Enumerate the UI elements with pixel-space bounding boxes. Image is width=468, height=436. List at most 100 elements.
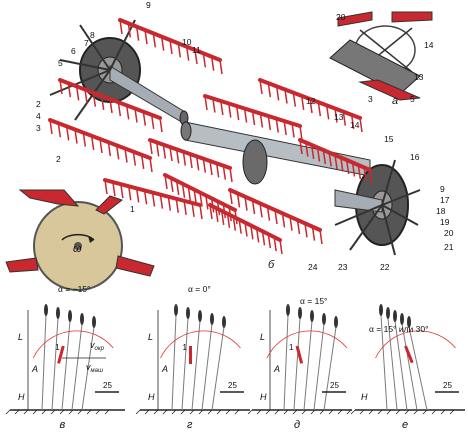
- bar-lower-bottom-tine: [279, 239, 283, 255]
- bar-lower-mid-tine: [181, 183, 186, 198]
- bar-center-lower-tine: [281, 213, 286, 228]
- ear: [222, 316, 226, 328]
- ear: [80, 313, 84, 325]
- bar-lower-bottom-tine: [244, 222, 248, 237]
- angle-label: α = 0°: [188, 284, 211, 294]
- ground-hatch: [144, 409, 150, 415]
- label-A: A: [161, 364, 168, 374]
- bar-bottom-left-tine: [199, 204, 203, 220]
- bar-mid-left-tine: [222, 165, 227, 180]
- bar-center-lower-tine: [296, 219, 301, 235]
- callout-20: 20: [444, 228, 454, 238]
- callout-14: 14: [350, 120, 360, 130]
- callout-2a: 2: [36, 99, 41, 109]
- marker-1: 1: [183, 343, 188, 352]
- ground-hatch: [274, 409, 280, 415]
- bar-top-tine: [135, 26, 140, 41]
- bar-left-upper-tine: [100, 95, 105, 110]
- bar-center-upper-tine: [251, 110, 256, 126]
- label-v-okr-sub: окр: [95, 346, 105, 352]
- bar-lower-bottom-tine: [267, 234, 272, 249]
- bar-center-lower-tine: [274, 209, 278, 225]
- ground-hatch: [422, 409, 428, 415]
- bar-left-lower-tine: [149, 157, 153, 173]
- bar-left-lower-tine: [107, 142, 112, 157]
- right-shaft: [334, 189, 383, 213]
- tine-position: [57, 345, 65, 364]
- bar-left-lower-tine: [124, 148, 128, 163]
- bar-lower-bottom-tine: [261, 231, 266, 246]
- bar-right-mid-tine: [334, 154, 338, 170]
- ear: [186, 307, 190, 319]
- bar-left-upper-tine: [75, 86, 80, 101]
- ground-hatch: [301, 409, 307, 415]
- bar-center-lower-tine: [311, 226, 316, 241]
- bar-bottom-left-tine: [128, 186, 132, 201]
- bar-top-tine: [144, 29, 148, 45]
- height-value: 25: [330, 381, 339, 390]
- stalk: [191, 320, 201, 411]
- main-shaft-end: [180, 121, 192, 141]
- bar-bottom-left-tine: [112, 181, 116, 197]
- bar-left-lower-tine: [49, 119, 53, 135]
- angle-label: α = −15°: [58, 284, 90, 294]
- bar-center-lower-tine: [319, 229, 323, 245]
- bar-left-upper-tine: [117, 102, 122, 117]
- height-value: 25: [103, 381, 112, 390]
- bar-lower-mid-tine: [199, 192, 203, 207]
- ear: [68, 310, 72, 322]
- bar-right-upper-tine: [334, 108, 338, 123]
- callout-16: 16: [410, 152, 420, 162]
- bar-center-upper-tine: [275, 118, 279, 133]
- stalk: [81, 326, 95, 411]
- bar-center-lower-tine: [244, 196, 248, 211]
- label-H: H: [148, 392, 155, 402]
- bar-right-upper-tine: [267, 83, 272, 98]
- disc-tine-top-left: [18, 189, 80, 207]
- bar-right-mid-tine: [340, 157, 344, 172]
- callout-21: 21: [444, 242, 454, 252]
- ground-hatch: [449, 409, 455, 415]
- disc-tine-right: [115, 255, 155, 277]
- ground-hatch: [395, 409, 401, 415]
- bar-top-tine: [160, 36, 165, 51]
- ear: [286, 304, 290, 316]
- stalk: [61, 320, 71, 411]
- ground-hatch: [292, 409, 298, 415]
- callout-23: 23: [338, 262, 348, 272]
- bar-center-upper-tine: [212, 98, 216, 113]
- bar-center-upper-tine: [259, 113, 264, 128]
- bar-center-lower-tine: [266, 206, 271, 221]
- bar-left-upper-tine: [125, 105, 130, 120]
- tine-bars: [48, 18, 373, 255]
- callout-4: 4: [36, 111, 41, 121]
- right-spokes: [334, 159, 421, 256]
- bar-right-upper-tine: [359, 117, 363, 133]
- bar-bottom-left-tine: [143, 190, 148, 205]
- ear: [393, 310, 397, 322]
- ground-hatch: [283, 409, 289, 415]
- bar-lower-mid-tine: [164, 174, 168, 190]
- callout-12: 12: [306, 96, 316, 106]
- ground-hatch: [162, 409, 168, 415]
- bar-left-lower-tine: [115, 145, 120, 160]
- ground-hatch: [368, 409, 374, 415]
- ear: [56, 307, 60, 319]
- label-L: L: [260, 332, 265, 342]
- callout-22: 22: [380, 262, 390, 272]
- bar-bottom-left-tine: [151, 192, 156, 207]
- section-label-b: б: [268, 259, 275, 271]
- bar-lower-bottom-tine: [250, 225, 254, 240]
- bar-right-mid-tine: [363, 167, 367, 182]
- ground-hatch: [265, 409, 271, 415]
- inset-callout-3: 3: [368, 94, 373, 104]
- callout-11: 11: [192, 45, 201, 55]
- bar-left-lower-tine: [99, 138, 103, 154]
- omega-label: ω: [73, 243, 82, 255]
- label-H: H: [260, 392, 267, 402]
